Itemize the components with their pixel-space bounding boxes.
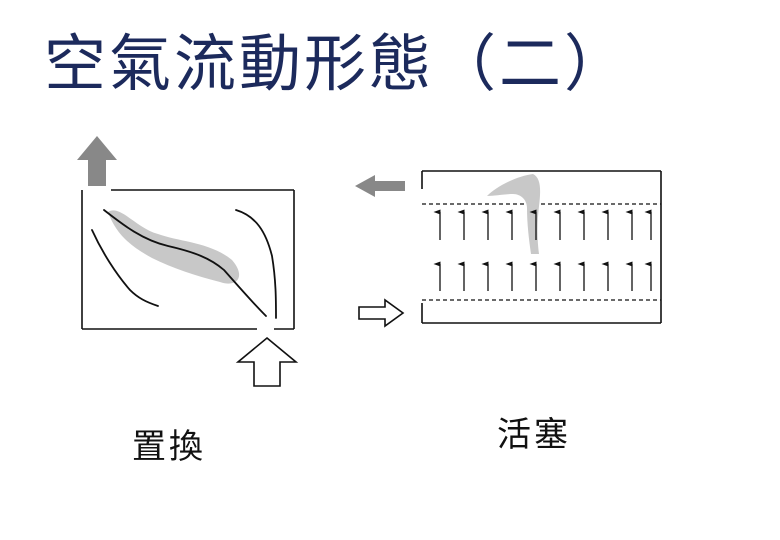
velocity-arrows-row-1	[433, 209, 652, 240]
flow-band	[487, 174, 541, 254]
streamline-main	[103, 209, 267, 317]
streamline-right	[235, 209, 277, 319]
dashed-separators	[422, 203, 661, 301]
displacement-diagram-graphic	[77, 136, 299, 387]
piston-diagram	[345, 160, 675, 340]
up-arrow-icon	[77, 136, 117, 186]
left-arrow-icon	[355, 175, 405, 197]
displacement-diagram	[60, 130, 320, 400]
piston-caption: 活塞	[497, 415, 571, 455]
room-outline	[81, 189, 295, 330]
duct-outline	[421, 170, 662, 324]
displacement-caption: 置換	[132, 427, 206, 467]
streamlines	[91, 209, 277, 319]
streamline-lower	[91, 229, 159, 307]
hollow-right-arrow-icon	[358, 298, 405, 328]
hollow-up-arrow-icon	[235, 336, 299, 387]
velocity-arrows-row-2	[433, 261, 652, 291]
page-title: 空氣流動形態（二）	[44, 27, 630, 100]
piston-diagram-graphic	[355, 170, 662, 328]
